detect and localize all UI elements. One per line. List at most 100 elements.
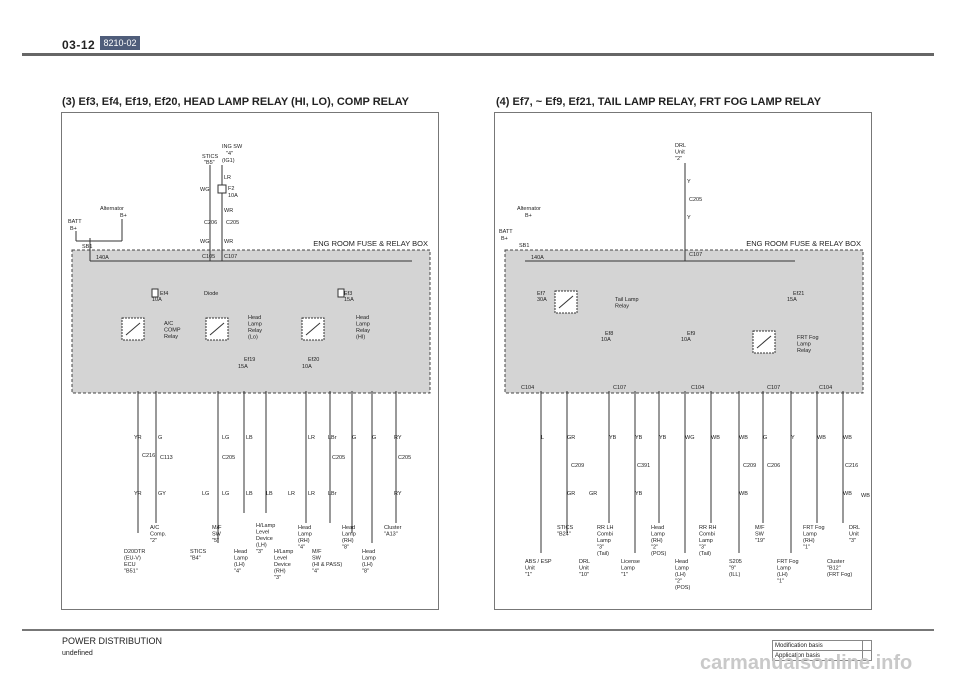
wire-lr1: LR — [224, 175, 231, 181]
conn-c104a: C104 — [521, 385, 534, 391]
fuse-ef9-amp: 10A — [681, 337, 691, 343]
wire-yb2: YB — [635, 435, 643, 441]
conn-c209b: C209 — [743, 463, 756, 469]
left-section-title: (3) Ef3, Ef4, Ef19, Ef20, HEAD LAMP RELA… — [62, 96, 409, 108]
conn-c205a: C205 — [226, 220, 239, 226]
page-number: 03-12 — [62, 38, 96, 52]
batt-bplus-label: B+ — [70, 226, 77, 232]
wire-wb3: WB — [817, 435, 826, 441]
conn-c107-top: C107 — [689, 252, 702, 258]
fuse-140a-right: 140A — [531, 255, 544, 261]
term-cluster-a13: Cluster"A13" — [384, 525, 402, 538]
wire-g1-right: G — [763, 435, 767, 441]
wire-l1: L — [541, 435, 544, 441]
conn-c105: C105 — [202, 254, 215, 260]
bplus-right: B+ — [525, 213, 532, 219]
conn-c205c: C205 — [332, 455, 345, 461]
conn-c206: C206 — [767, 463, 780, 469]
fuse-ef19-amp: 15A — [238, 364, 248, 370]
wire-wb2: WB — [739, 435, 748, 441]
wire-wb7: WB — [861, 493, 870, 499]
wire-wr1: WR — [224, 208, 233, 214]
wire-wg1: WG — [200, 187, 209, 193]
conn-c205d: C205 — [398, 455, 411, 461]
modification-table: Modification basis Application basis — [771, 640, 872, 661]
wire-wr2: WR — [224, 239, 233, 245]
wire-lb3: LB — [266, 491, 273, 497]
wire-y1: Y — [687, 179, 691, 185]
fuse-ef21: Ef21 — [793, 291, 804, 297]
wire-yr1: YR — [134, 435, 142, 441]
ing-sw-4-label: "4" — [226, 151, 233, 157]
wire-lb1: LB — [246, 435, 253, 441]
wire-lbr1: LBr — [328, 435, 337, 441]
batt-right: BATT — [499, 229, 513, 235]
header-divider — [22, 53, 934, 56]
alternator-label-right: Alternator — [517, 206, 541, 212]
left-diagram-panel: ENG ROOM FUSE & RELAY BOX Alternator B+ … — [61, 112, 439, 610]
mod-basis-cell: Modification basis — [771, 640, 864, 651]
wire-y2: Y — [687, 215, 691, 221]
version-badge: 8210-02 — [100, 36, 140, 50]
term-d20dtr: D20DTR(EU-V)ECU"B51" — [124, 549, 145, 575]
wire-wb5: WB — [739, 491, 748, 497]
conn-c107b: C107 — [613, 385, 626, 391]
fuse-ef9: Ef9 — [687, 331, 695, 337]
wire-lg3: LG — [222, 491, 229, 497]
alternator-label: Alternator — [100, 206, 124, 212]
sb1-label: SB1 — [82, 244, 92, 250]
conn-c104b: C104 — [691, 385, 704, 391]
conn-c205b: C205 — [222, 455, 235, 461]
wire-yb3: YB — [659, 435, 667, 441]
sb1-right: SB1 — [519, 243, 529, 249]
wire-lg2: LG — [202, 491, 209, 497]
wire-yr2: YR — [134, 491, 142, 497]
conn-c216: C216 — [142, 453, 155, 459]
fuse-ef4-amp: 10A — [152, 297, 162, 303]
left-wiring-diagram: ENG ROOM FUSE & RELAY BOX Alternator B+ … — [68, 144, 431, 581]
fuse-ef20-amp: 10A — [302, 364, 312, 370]
wire-wb6: WB — [843, 491, 852, 497]
footer-subtitle: undefined — [62, 650, 93, 657]
wire-lr3: LR — [288, 491, 295, 497]
wire-g1: G — [158, 435, 162, 441]
wire-lb2: LB — [246, 491, 253, 497]
fuse-box-label-right: ENG ROOM FUSE & RELAY BOX — [746, 239, 861, 248]
wire-wb4: WB — [843, 435, 852, 441]
term-stics-b4: STICS"B4" — [190, 549, 207, 562]
wire-lr2: LR — [308, 435, 315, 441]
conn-c206: C206 — [204, 220, 217, 226]
wire-gr1: GR — [567, 435, 575, 441]
wire-wb1: WB — [711, 435, 720, 441]
conn-c104c: C104 — [819, 385, 832, 391]
diode-label: Diode — [204, 291, 218, 297]
wire-yb4: YB — [635, 491, 643, 497]
ing-sw-label: ING SW — [222, 144, 243, 150]
fuse-f2-amp: 10A — [228, 193, 238, 199]
wire-ry1: RY — [394, 435, 402, 441]
wire-ry2: RY — [394, 491, 402, 497]
